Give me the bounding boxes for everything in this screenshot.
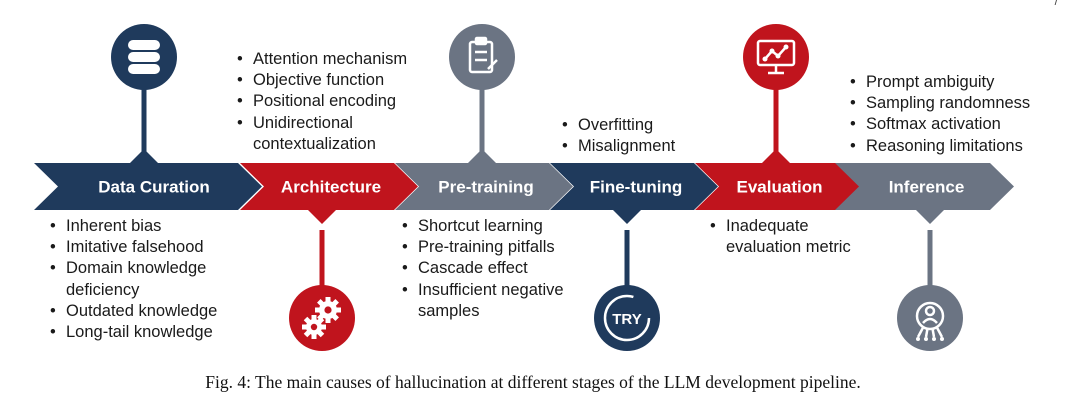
- pipeline-diagram: Data Curation Architecture Pre-training Fin…: [34, 24, 1014, 351]
- connector-notch: [762, 149, 790, 163]
- cause-item: Reasoning limitations: [846, 136, 1051, 157]
- try-icon-text: TRY: [612, 311, 641, 328]
- stage-arrow: [835, 163, 1014, 210]
- figure-caption: Fig. 4: The main causes of hallucination…: [205, 372, 861, 392]
- corner-mark: /: [1054, 0, 1058, 8]
- cause-item: Sampling randomness: [846, 93, 1051, 114]
- causes-list-inference: Prompt ambiguity Sampling randomness Sof…: [846, 72, 1051, 157]
- stage-arrow: [240, 163, 418, 210]
- cause-item: Outdated knowledge: [46, 301, 246, 322]
- causes-list-architecture: Attention mechanism Objective function P…: [233, 49, 433, 155]
- connector-line: [319, 230, 325, 290]
- cause-item: Prompt ambiguity: [846, 72, 1051, 93]
- cause-item: Insufficient negative samples: [398, 280, 598, 322]
- cause-item: Positional encoding: [233, 91, 433, 112]
- stage-label: Evaluation: [737, 178, 823, 197]
- stage-architecture: Architecture: [240, 163, 418, 351]
- connector-line: [479, 88, 485, 153]
- connector-notch: [130, 149, 158, 163]
- cause-item: Overfitting: [558, 115, 728, 136]
- stage-arrow: [395, 163, 573, 210]
- connector-line: [773, 88, 779, 153]
- cause-item: Cascade effect: [398, 258, 598, 279]
- connector-notch: [468, 149, 496, 163]
- cause-item: Misalignment: [558, 136, 728, 157]
- cause-item: Domain knowledge deficiency: [46, 258, 246, 300]
- stage-label: Fine-tuning: [590, 178, 683, 197]
- connector-notch: [916, 210, 944, 224]
- cause-item: Softmax activation: [846, 114, 1051, 135]
- cause-item: Unidirectional contextualization: [233, 113, 433, 155]
- try-retry-icon: [594, 285, 660, 351]
- stage-arrow: [695, 163, 860, 210]
- database-icon-glyph: [128, 40, 160, 74]
- try-retry-icon-glyph: TRY: [603, 294, 651, 342]
- causes-list-fine-tuning: Overfitting Misalignment: [558, 115, 728, 158]
- cause-item: Inadequate evaluation metric: [706, 216, 881, 258]
- connector-line: [927, 230, 933, 290]
- gears-icon-glyph: [302, 297, 341, 339]
- causes-list-pre-training: Shortcut learning Pre-training pitfalls …: [398, 216, 598, 322]
- stage-label: Pre-training: [438, 178, 533, 197]
- causes-list-evaluation: Inadequate evaluation metric: [706, 216, 881, 258]
- causes-list-data-curation: Inherent bias Imitative falsehood Domain…: [46, 216, 246, 343]
- stage-label: Inference: [889, 178, 965, 197]
- connector-notch: [613, 210, 641, 224]
- cause-item: Objective function: [233, 70, 433, 91]
- cause-item: Shortcut learning: [398, 216, 598, 237]
- stage-arrow: [34, 163, 262, 210]
- clipboard-checklist-icon: [449, 24, 515, 90]
- person-network-icon-glyph: [915, 301, 945, 341]
- stage-pre-training: Pre-training: [395, 24, 573, 210]
- stage-label: Data Curation: [98, 178, 209, 197]
- cause-item: Long-tail knowledge: [46, 322, 246, 343]
- monitor-line-chart-icon-glyph: [756, 39, 796, 75]
- cause-item: Pre-training pitfalls: [398, 237, 598, 258]
- cause-item: Imitative falsehood: [46, 237, 246, 258]
- connector-line: [624, 230, 630, 290]
- stage-label: Architecture: [281, 178, 381, 197]
- stage-inference: Inference: [835, 163, 1014, 351]
- clipboard-checklist-icon-glyph: [468, 36, 498, 74]
- connector-line: [141, 88, 147, 153]
- cause-item: Attention mechanism: [233, 49, 433, 70]
- connector-notch: [308, 210, 336, 224]
- stage-data-curation: Data Curation: [34, 24, 262, 210]
- stage-evaluation: Evaluation: [695, 24, 860, 210]
- cause-item: Inherent bias: [46, 216, 246, 237]
- stage-arrow: [550, 163, 718, 210]
